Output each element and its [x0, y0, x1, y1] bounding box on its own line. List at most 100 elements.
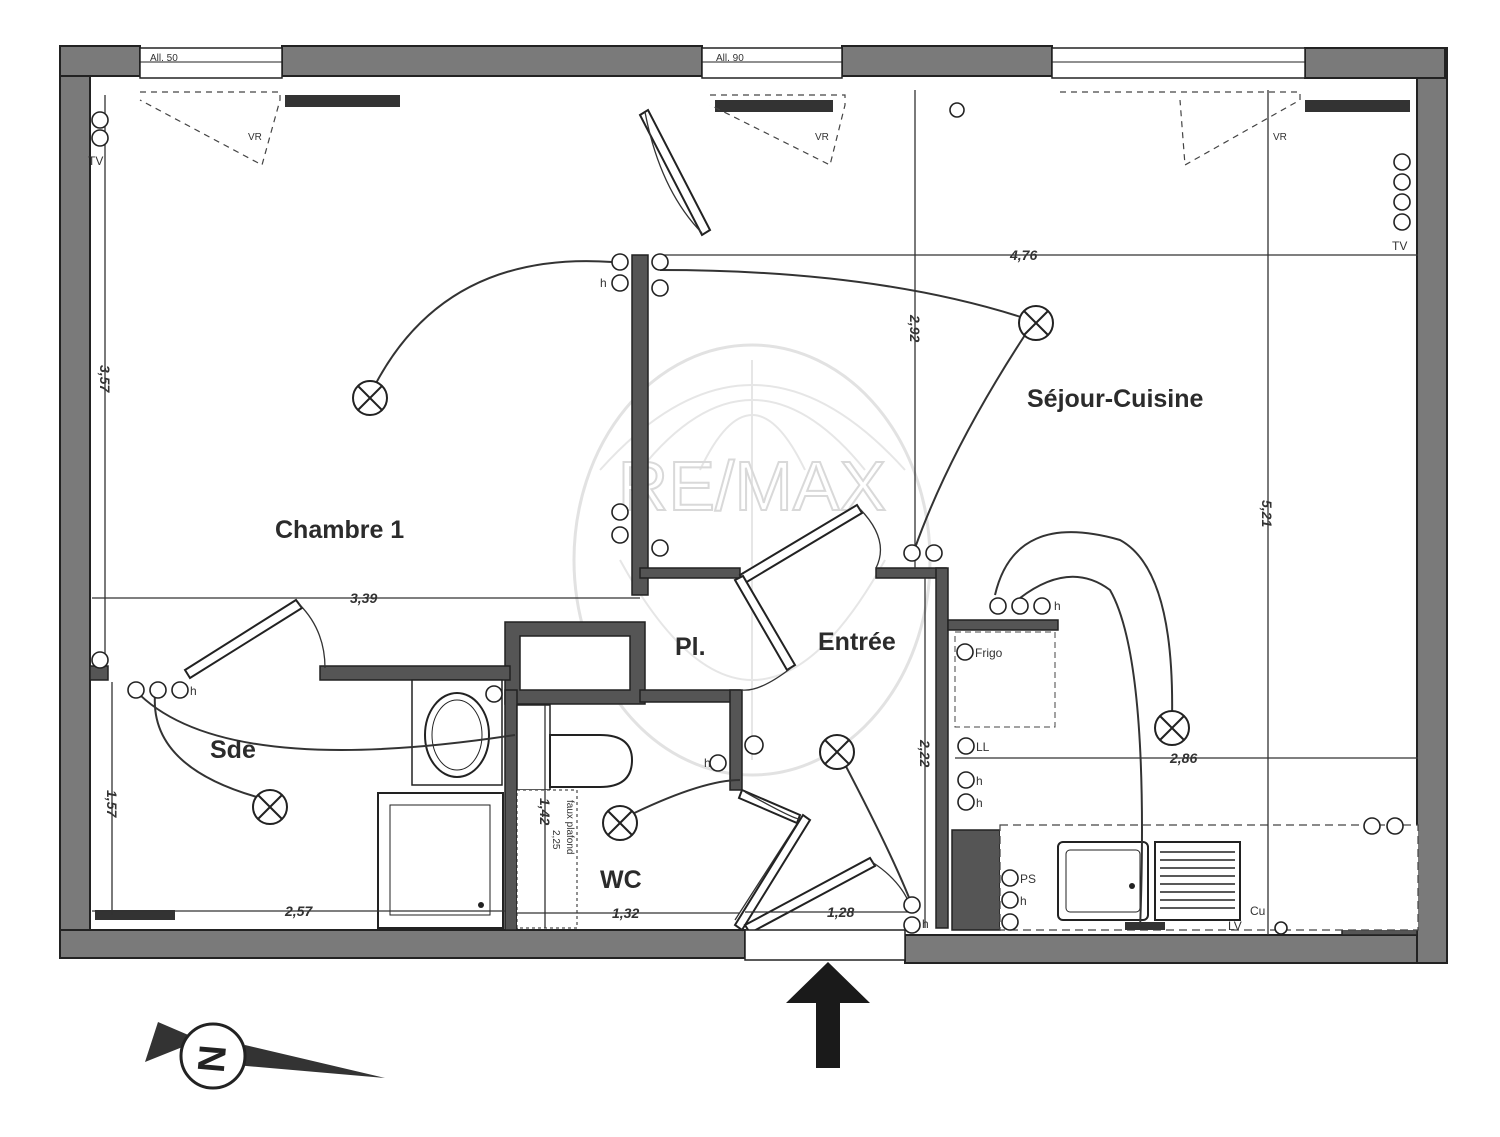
faux-plafond-height: 2,25	[550, 830, 561, 850]
vr-label-3: VR	[1273, 132, 1287, 143]
vr-label-1: VR	[248, 132, 262, 143]
light-icon-wc	[602, 805, 638, 841]
outlet-icon	[903, 916, 921, 934]
room-labels: Chambre 1 Séjour-Cuisine Entrée Pl. Sde …	[210, 385, 1204, 894]
ceiling-lights	[252, 305, 1190, 841]
outlet-icon	[91, 111, 109, 129]
tv-label-sejour: TV	[1392, 239, 1407, 253]
switch-icon	[709, 754, 727, 772]
room-label-wc: WC	[600, 866, 642, 894]
watermark-text: RE/MAX	[618, 447, 886, 525]
outlet-icon	[957, 737, 975, 755]
compass-letter: N	[189, 1043, 233, 1074]
room-label-placard: Pl.	[675, 633, 706, 661]
room-label-entree: Entrée	[818, 628, 896, 656]
outlet-icon	[91, 651, 109, 669]
light-icon-chambre	[352, 380, 388, 416]
switch-icon	[149, 681, 167, 699]
north-compass-icon: N	[145, 1022, 385, 1090]
vr-label-2: VR	[815, 132, 829, 143]
entrance-door-opening	[744, 929, 906, 961]
outlet-icon	[925, 544, 943, 562]
dim-chambre-width: 3,39	[350, 590, 377, 606]
dim-chambre-depth: 3,57	[97, 365, 113, 393]
room-label-chambre: Chambre 1	[275, 516, 404, 544]
h-label-3: h	[976, 774, 983, 788]
outlet-icon	[651, 279, 669, 297]
switch-icon	[744, 735, 764, 755]
switch-icon	[127, 681, 145, 699]
room-label-sde: Sde	[210, 736, 256, 764]
outlet-icon	[1393, 153, 1411, 171]
dim-wc-width: 1,32	[612, 905, 639, 921]
switch-icon	[611, 253, 629, 271]
switch-icon	[651, 253, 669, 271]
entrance-arrow-icon	[786, 962, 870, 1068]
cu-label: Cu	[1250, 904, 1265, 918]
h-label-5: h	[1020, 894, 1027, 908]
outlet-icon	[611, 526, 629, 544]
outlet-icon	[1001, 913, 1019, 931]
outlet-icon	[1393, 173, 1411, 191]
dim-kitchen-width: 2,86	[1169, 750, 1197, 766]
h-label-7: h	[704, 756, 711, 770]
h-label-8: h	[922, 917, 929, 931]
outlet-icon	[485, 685, 503, 703]
outlet-icon	[1363, 817, 1381, 835]
room-label-sejour: Séjour-Cuisine	[1027, 385, 1204, 413]
outlet-icon	[1386, 817, 1404, 835]
dim-entree-width: 1,28	[827, 904, 854, 920]
light-icon-cuisine	[1154, 710, 1190, 746]
outlet-icon	[1001, 891, 1019, 909]
allege-label-chambre: All. 50	[150, 53, 178, 64]
outlet-icon	[989, 597, 1007, 615]
outlet-icon	[1393, 213, 1411, 231]
outlet-icon	[949, 102, 965, 118]
h-label-1: h	[600, 276, 607, 290]
doors	[183, 108, 911, 935]
symbol-labels: TV TV Frigo LL PS LV Cu h h h h h h h h	[88, 154, 1407, 933]
electrical-wiring	[134, 260, 1174, 931]
outer-walls	[59, 45, 1448, 964]
outlet-icon	[957, 793, 975, 811]
outlet-icon	[1033, 597, 1051, 615]
windows: All. 50 All. 90	[95, 47, 1410, 920]
h-label-4: h	[976, 796, 983, 810]
outlet-icon	[1393, 193, 1411, 211]
ll-label: LL	[976, 740, 990, 754]
outlet-icon	[611, 503, 629, 521]
outlet-icon	[91, 129, 109, 147]
switch-icon	[903, 544, 921, 562]
frigo-label: Frigo	[975, 646, 1003, 660]
remax-watermark: RE/MAX	[572, 343, 932, 777]
outlet-icon	[1011, 597, 1029, 615]
roller-shutters: VR VR VR	[139, 91, 1301, 166]
light-icon-entree	[819, 734, 855, 770]
faux-plafond-label: faux plafond	[564, 800, 575, 855]
bathroom-fixtures	[377, 679, 504, 929]
dim-sde-width: 2,57	[284, 903, 313, 919]
tv-label-chambre: TV	[88, 154, 103, 168]
dim-entree-depth: 2,22	[917, 739, 933, 767]
allege-label-sejour: All. 90	[716, 53, 744, 64]
dim-sejour-width: 4,76	[1009, 247, 1037, 263]
outlets-switches	[91, 102, 1411, 935]
dimension-labels: 4,76 2,92 5,21 2,86 3,57 3,39 1,57 2,57 …	[97, 247, 1275, 921]
outlet-icon	[611, 274, 629, 292]
outlet-icon	[1001, 869, 1019, 887]
ps-label: PS	[1020, 872, 1036, 886]
dimension-lines	[92, 90, 1418, 935]
outlet-icon	[171, 681, 189, 699]
switch-icon	[903, 896, 921, 914]
light-icon-sejour	[1018, 305, 1054, 341]
outlet-icon	[956, 643, 974, 661]
dim-sde-depth: 1,57	[104, 790, 120, 818]
outlet-icon	[651, 539, 669, 557]
dim-sejour-depth-upper: 2,92	[907, 314, 923, 342]
dim-sejour-depth: 5,21	[1259, 500, 1275, 527]
h-label-6: h	[190, 684, 197, 698]
dim-wc-depth: 1,42	[537, 798, 553, 825]
light-icon-sde	[252, 789, 288, 825]
outlet-icon	[957, 771, 975, 789]
